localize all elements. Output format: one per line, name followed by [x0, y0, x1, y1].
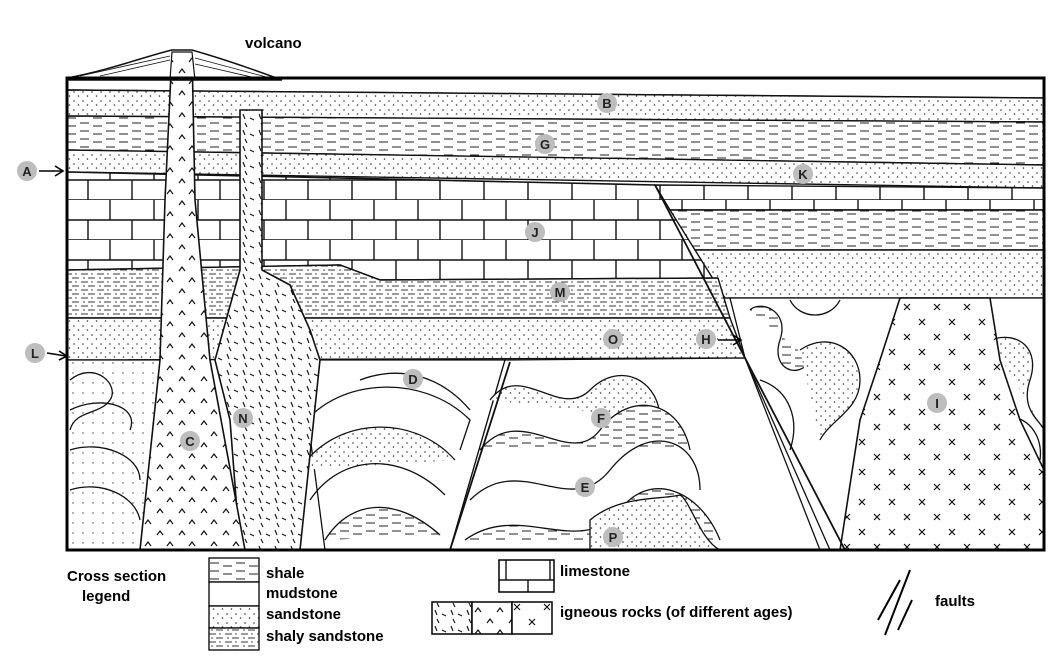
legend-title-line2: legend	[82, 588, 130, 605]
label-l: L	[25, 343, 45, 363]
legend-swatch-mudstone	[208, 581, 260, 607]
legend-limestone-label: limestone	[560, 563, 630, 580]
layer-mudstone-top	[67, 78, 1044, 90]
legend-swatch-shaly-sandstone	[208, 627, 260, 651]
label-a: A	[17, 161, 37, 181]
legend-igneous-label: igneous rocks (of different ages)	[560, 604, 793, 621]
svg-text:G: G	[540, 137, 550, 152]
svg-text:B: B	[602, 96, 611, 111]
legend-swatch-limestone	[498, 559, 555, 593]
label-i: I	[927, 393, 947, 413]
label-h: H	[696, 329, 716, 349]
svg-text:H: H	[701, 332, 710, 347]
svg-text:D: D	[408, 372, 417, 387]
legend-swatch-igneous-1	[431, 601, 473, 635]
label-m: M	[550, 282, 570, 302]
layer-b-sandstone	[67, 89, 1044, 123]
svg-text:A: A	[22, 164, 32, 179]
label-p: P	[603, 527, 623, 547]
fault-right	[654, 184, 846, 550]
legend-faults-label: faults	[935, 593, 975, 610]
label-g: G	[535, 134, 555, 154]
label-b: B	[597, 93, 617, 113]
svg-text:P: P	[609, 530, 618, 545]
legend-title-line1: Cross section	[67, 568, 166, 585]
svg-text:C: C	[185, 434, 195, 449]
unit-labels: A L B G K J M O H D F E P C N I	[17, 93, 947, 547]
legend-swatch-shale	[208, 557, 260, 583]
section-frame	[65, 76, 1046, 552]
legend-swatch-sandstone	[208, 605, 260, 629]
svg-text:N: N	[238, 411, 247, 426]
svg-text:M: M	[555, 285, 566, 300]
volcano-label: volcano	[245, 35, 302, 52]
dike-n	[214, 109, 321, 550]
label-o: O	[603, 329, 623, 349]
legend-swatch-igneous-2	[471, 601, 513, 635]
label-e: E	[575, 477, 595, 497]
legend-shale-label: shale	[266, 565, 304, 582]
svg-text:K: K	[798, 167, 808, 182]
label-j: J	[525, 222, 545, 242]
layer-shale-right	[668, 209, 1044, 251]
intrusion-i	[839, 297, 1044, 550]
folded-basement-left	[67, 359, 161, 550]
layer-limestone-right	[653, 184, 1044, 211]
legend: Cross section legend shale mudstone sand…	[67, 557, 975, 651]
label-k: K	[793, 164, 813, 184]
layer-sandstone-right	[693, 249, 1044, 299]
svg-text:F: F	[597, 411, 605, 426]
svg-text:L: L	[31, 346, 39, 361]
fault-left	[449, 361, 511, 550]
svg-text:O: O	[608, 332, 618, 347]
legend-faults-icon	[877, 569, 913, 636]
conduit-c	[139, 78, 246, 550]
legend-shaly-sandstone-label: shaly sandstone	[266, 628, 384, 645]
legend-swatch-igneous-3	[511, 601, 553, 635]
svg-text:I: I	[935, 396, 939, 411]
label-d: D	[403, 369, 423, 389]
svg-text:E: E	[581, 480, 590, 495]
label-c: C	[180, 431, 200, 451]
legend-mudstone-label: mudstone	[266, 585, 338, 602]
layer-g-shale	[67, 115, 1044, 166]
label-n: N	[233, 408, 253, 428]
strata-group	[67, 78, 1044, 550]
label-f: F	[591, 408, 611, 428]
svg-text:J: J	[531, 225, 538, 240]
legend-sandstone-label: sandstone	[266, 606, 341, 623]
